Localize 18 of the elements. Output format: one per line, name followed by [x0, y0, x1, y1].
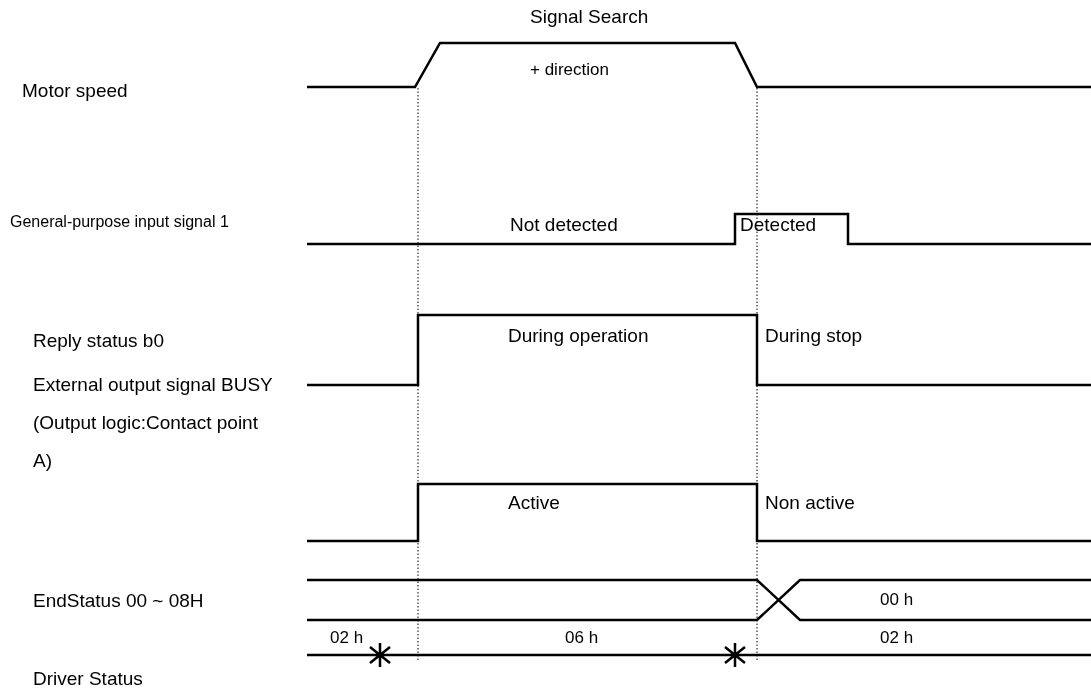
- signal-label: General-purpose input signal 1: [10, 213, 229, 231]
- signal-label: External output signal BUSY (Output logic:Contact point A): [33, 373, 274, 473]
- state-label: During stop: [765, 325, 863, 347]
- signal-label: Driver Status: [33, 668, 143, 690]
- signal-label: Reply status b0: [33, 330, 164, 352]
- signal-label: Motor speed: [22, 80, 128, 102]
- state-label: Detected: [740, 214, 817, 236]
- state-label: During operation: [508, 325, 649, 347]
- signal-label: Signal Search: [530, 6, 649, 28]
- state-label: 06 h: [565, 628, 599, 648]
- state-label: Not detected: [510, 214, 618, 236]
- state-label: 02 h: [880, 628, 914, 648]
- state-label: Active: [508, 492, 560, 514]
- waveform-label: + direction: [530, 60, 609, 80]
- state-label: 02 h: [330, 628, 364, 648]
- state-label: Non active: [765, 492, 855, 514]
- signal-label: EndStatus 00 ~ 08H: [33, 590, 204, 612]
- state-label: 00 h: [880, 590, 914, 610]
